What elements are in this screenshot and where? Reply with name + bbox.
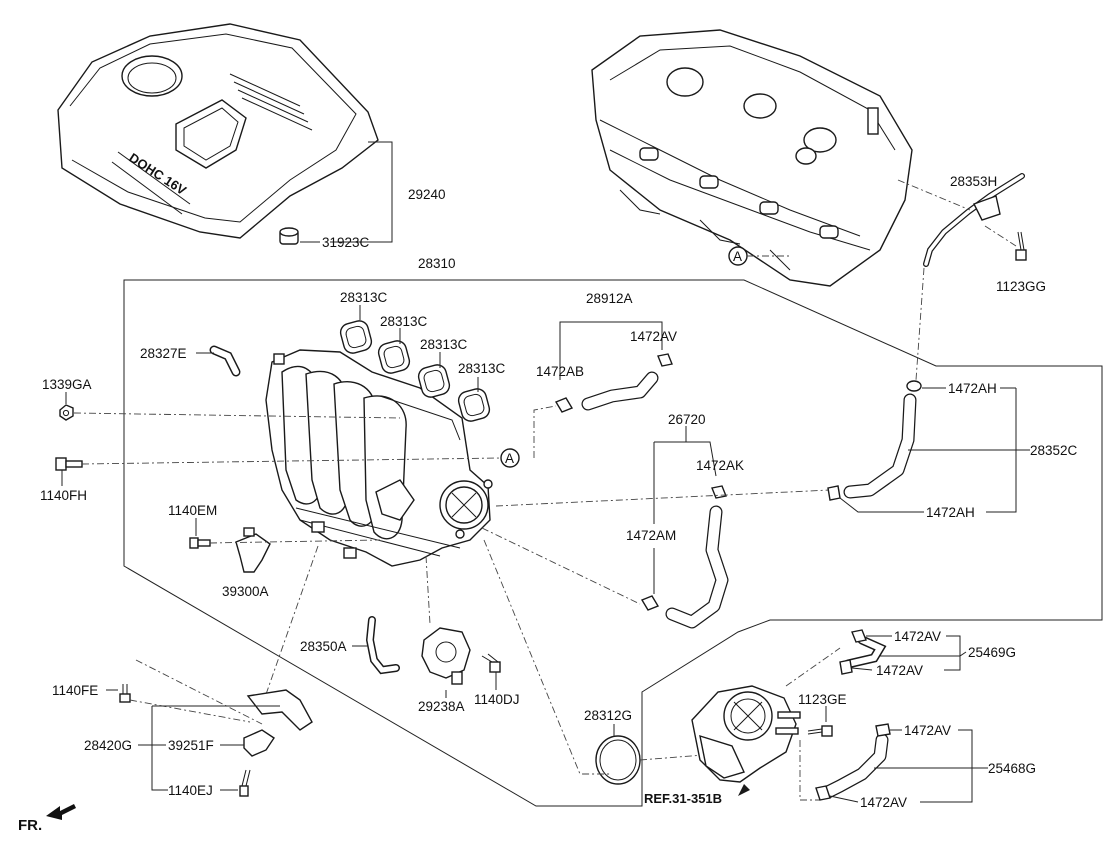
bolt-1140ej[interactable]	[239, 769, 251, 797]
gasket-28313c-1[interactable]	[339, 319, 374, 355]
clamp-1472av-top[interactable]	[657, 353, 673, 367]
label-1472av-a: 1472AV	[894, 629, 941, 644]
label-39251f: 39251F	[168, 738, 214, 753]
grommet-31923c[interactable]	[279, 227, 299, 245]
pcv-pipe-28353h[interactable]	[923, 173, 1025, 267]
label-28353h: 28353H	[950, 174, 997, 189]
clamp-1472ak[interactable]	[711, 485, 727, 499]
hose-28350a[interactable]	[365, 616, 400, 675]
label-1140fe: 1140FE	[52, 683, 98, 698]
gasket-28313c-4[interactable]	[457, 387, 492, 423]
cylinder-head	[591, 29, 913, 287]
label-25468g: 25468G	[988, 761, 1036, 776]
label-1472av-d: 1472AV	[860, 795, 907, 810]
label-1140em: 1140EM	[168, 503, 217, 518]
label-31923c: 31923C	[322, 235, 370, 250]
clamp-1472ab[interactable]	[554, 397, 574, 413]
clamp-1472ah-bottom[interactable]	[827, 485, 841, 501]
label-1140dj: 1140DJ	[474, 692, 520, 707]
front-indicator: FR.	[18, 817, 42, 834]
clamp-1472am[interactable]	[640, 595, 660, 611]
label-28313c-2: 28313C	[380, 314, 428, 329]
intake-manifold[interactable]	[265, 349, 493, 567]
bracket-28420g[interactable]	[246, 689, 313, 731]
label-1472ab: 1472AB	[536, 364, 584, 379]
bolt-1140dj[interactable]	[481, 653, 501, 673]
clamp-1472av-c[interactable]	[875, 723, 891, 737]
label-28327e: 28327E	[140, 346, 187, 361]
label-1472av-top: 1472AV	[630, 329, 677, 344]
front-arrow-icon	[46, 804, 76, 820]
nut-1339ga[interactable]	[59, 404, 74, 421]
label-1472ah-2: 1472AH	[926, 505, 975, 520]
bolt-1140fh[interactable]	[55, 457, 83, 471]
label-1339ga: 1339GA	[42, 377, 92, 392]
label-1140fh: 1140FH	[40, 488, 87, 503]
throttle-body[interactable]	[691, 685, 801, 783]
label-1123ge: 1123GE	[798, 692, 847, 707]
engine-cover[interactable]: DOHC 16V	[57, 23, 379, 239]
hose-28352c[interactable]	[843, 393, 917, 499]
callout-a-manifold-text: A	[505, 451, 514, 466]
label-29238a: 29238A	[418, 699, 465, 714]
label-28312g: 28312G	[584, 708, 632, 723]
gasket-28313c-3[interactable]	[417, 363, 452, 399]
callout-a-head-text: A	[733, 249, 742, 264]
label-28313c-3: 28313C	[420, 337, 468, 352]
clamp-1472av-a[interactable]	[851, 629, 867, 643]
hose-28912a[interactable]	[581, 371, 659, 411]
label-1472av-b: 1472AV	[876, 663, 923, 678]
assembly-outline	[123, 279, 1103, 807]
elbow-28327e[interactable]	[209, 345, 241, 377]
label-28313c-1: 28313C	[340, 290, 388, 305]
label-26720: 26720	[668, 412, 706, 427]
label-1472ak: 1472AK	[696, 458, 744, 473]
hose-26720[interactable]	[665, 505, 729, 629]
bolt-1123gg[interactable]	[1015, 231, 1027, 261]
label-1472am: 1472AM	[626, 528, 676, 543]
callout-a-manifold	[500, 448, 520, 468]
label-28350a: 28350A	[300, 639, 347, 654]
label-1123gg: 1123GG	[996, 279, 1046, 294]
gasket-28313c-2[interactable]	[377, 339, 412, 375]
label-28352c: 28352C	[1030, 443, 1078, 458]
label-28310: 28310	[418, 256, 456, 271]
label-1472ah-1: 1472AH	[948, 381, 997, 396]
label-28912a: 28912A	[586, 291, 633, 306]
bolt-1123ge[interactable]	[807, 725, 833, 737]
label-1472av-c: 1472AV	[904, 723, 951, 738]
label-28420g: 28420G	[84, 738, 132, 753]
label-39300a: 39300A	[222, 584, 269, 599]
label-29240: 29240	[408, 187, 446, 202]
label-28313c-4: 28313C	[458, 361, 506, 376]
map-sensor-39300a[interactable]	[235, 527, 271, 573]
clamp-1472ah-top[interactable]	[906, 380, 922, 392]
ref-31-351b[interactable]: REF.31-351B	[644, 791, 722, 806]
clamp-1472av-b[interactable]	[839, 659, 853, 675]
label-1140ej: 1140EJ	[168, 783, 213, 798]
hose-25469g[interactable]	[843, 635, 887, 669]
hose-25468g[interactable]	[821, 733, 889, 799]
gasket-28312g[interactable]	[595, 735, 641, 785]
label-25469g: 25469G	[968, 645, 1016, 660]
clamp-1472av-d[interactable]	[815, 785, 831, 801]
bolt-1140fe[interactable]	[119, 684, 131, 703]
bolt-1140em[interactable]	[189, 537, 211, 549]
purge-valve-29238a[interactable]	[421, 627, 471, 685]
sensor-39251f[interactable]	[243, 729, 275, 757]
